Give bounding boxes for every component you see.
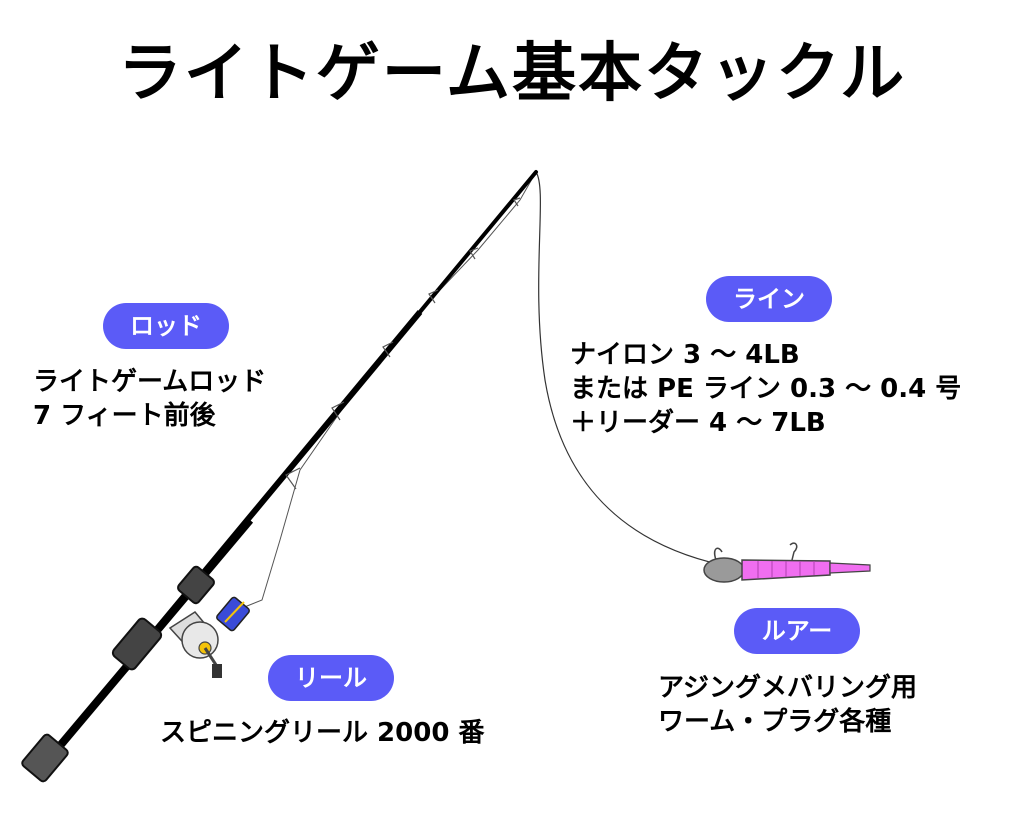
lure-badge: ルアー [734,608,860,654]
reel-graphic [168,596,250,678]
rod-description-line: ライトゲームロッド [33,367,267,397]
butt-cap [21,733,69,783]
rod-description-line: 7 フィート前後 [33,401,216,431]
lure-graphic [703,542,871,583]
lure-description: アジングメバリング用 ワーム・プラグ各種 [658,671,917,739]
fore-grip [177,565,215,605]
rod-guides [285,197,521,490]
rod-badge: ロッド [103,303,229,349]
line-description-line: ＋リーダー 4 〜 7LB [570,408,826,438]
reel-description-line: スピニングリール 2000 番 [160,718,485,748]
guide-line [231,171,537,613]
lure-description-line: アジングメバリング用 [658,673,917,703]
line-badge: ライン [706,276,832,322]
lure-description-line: ワーム・プラグ各種 [658,707,892,737]
reel-badge: リール [268,655,394,701]
fishing-line [535,171,723,566]
line-description-line: または PE ライン 0.3 〜 0.4 号 [570,374,962,404]
page-title: ライトゲーム基本タックル [117,37,907,111]
rod-description: ライトゲームロッド 7 フィート前後 [33,365,266,433]
line-description-line: ナイロン 3 〜 4LB [570,340,800,370]
rear-grip [111,617,163,671]
line-description: ナイロン 3 〜 4LB または PE ライン 0.3 〜 0.4 号 ＋リーダ… [570,338,961,440]
reel-description: スピニングリール 2000 番 [160,716,484,750]
